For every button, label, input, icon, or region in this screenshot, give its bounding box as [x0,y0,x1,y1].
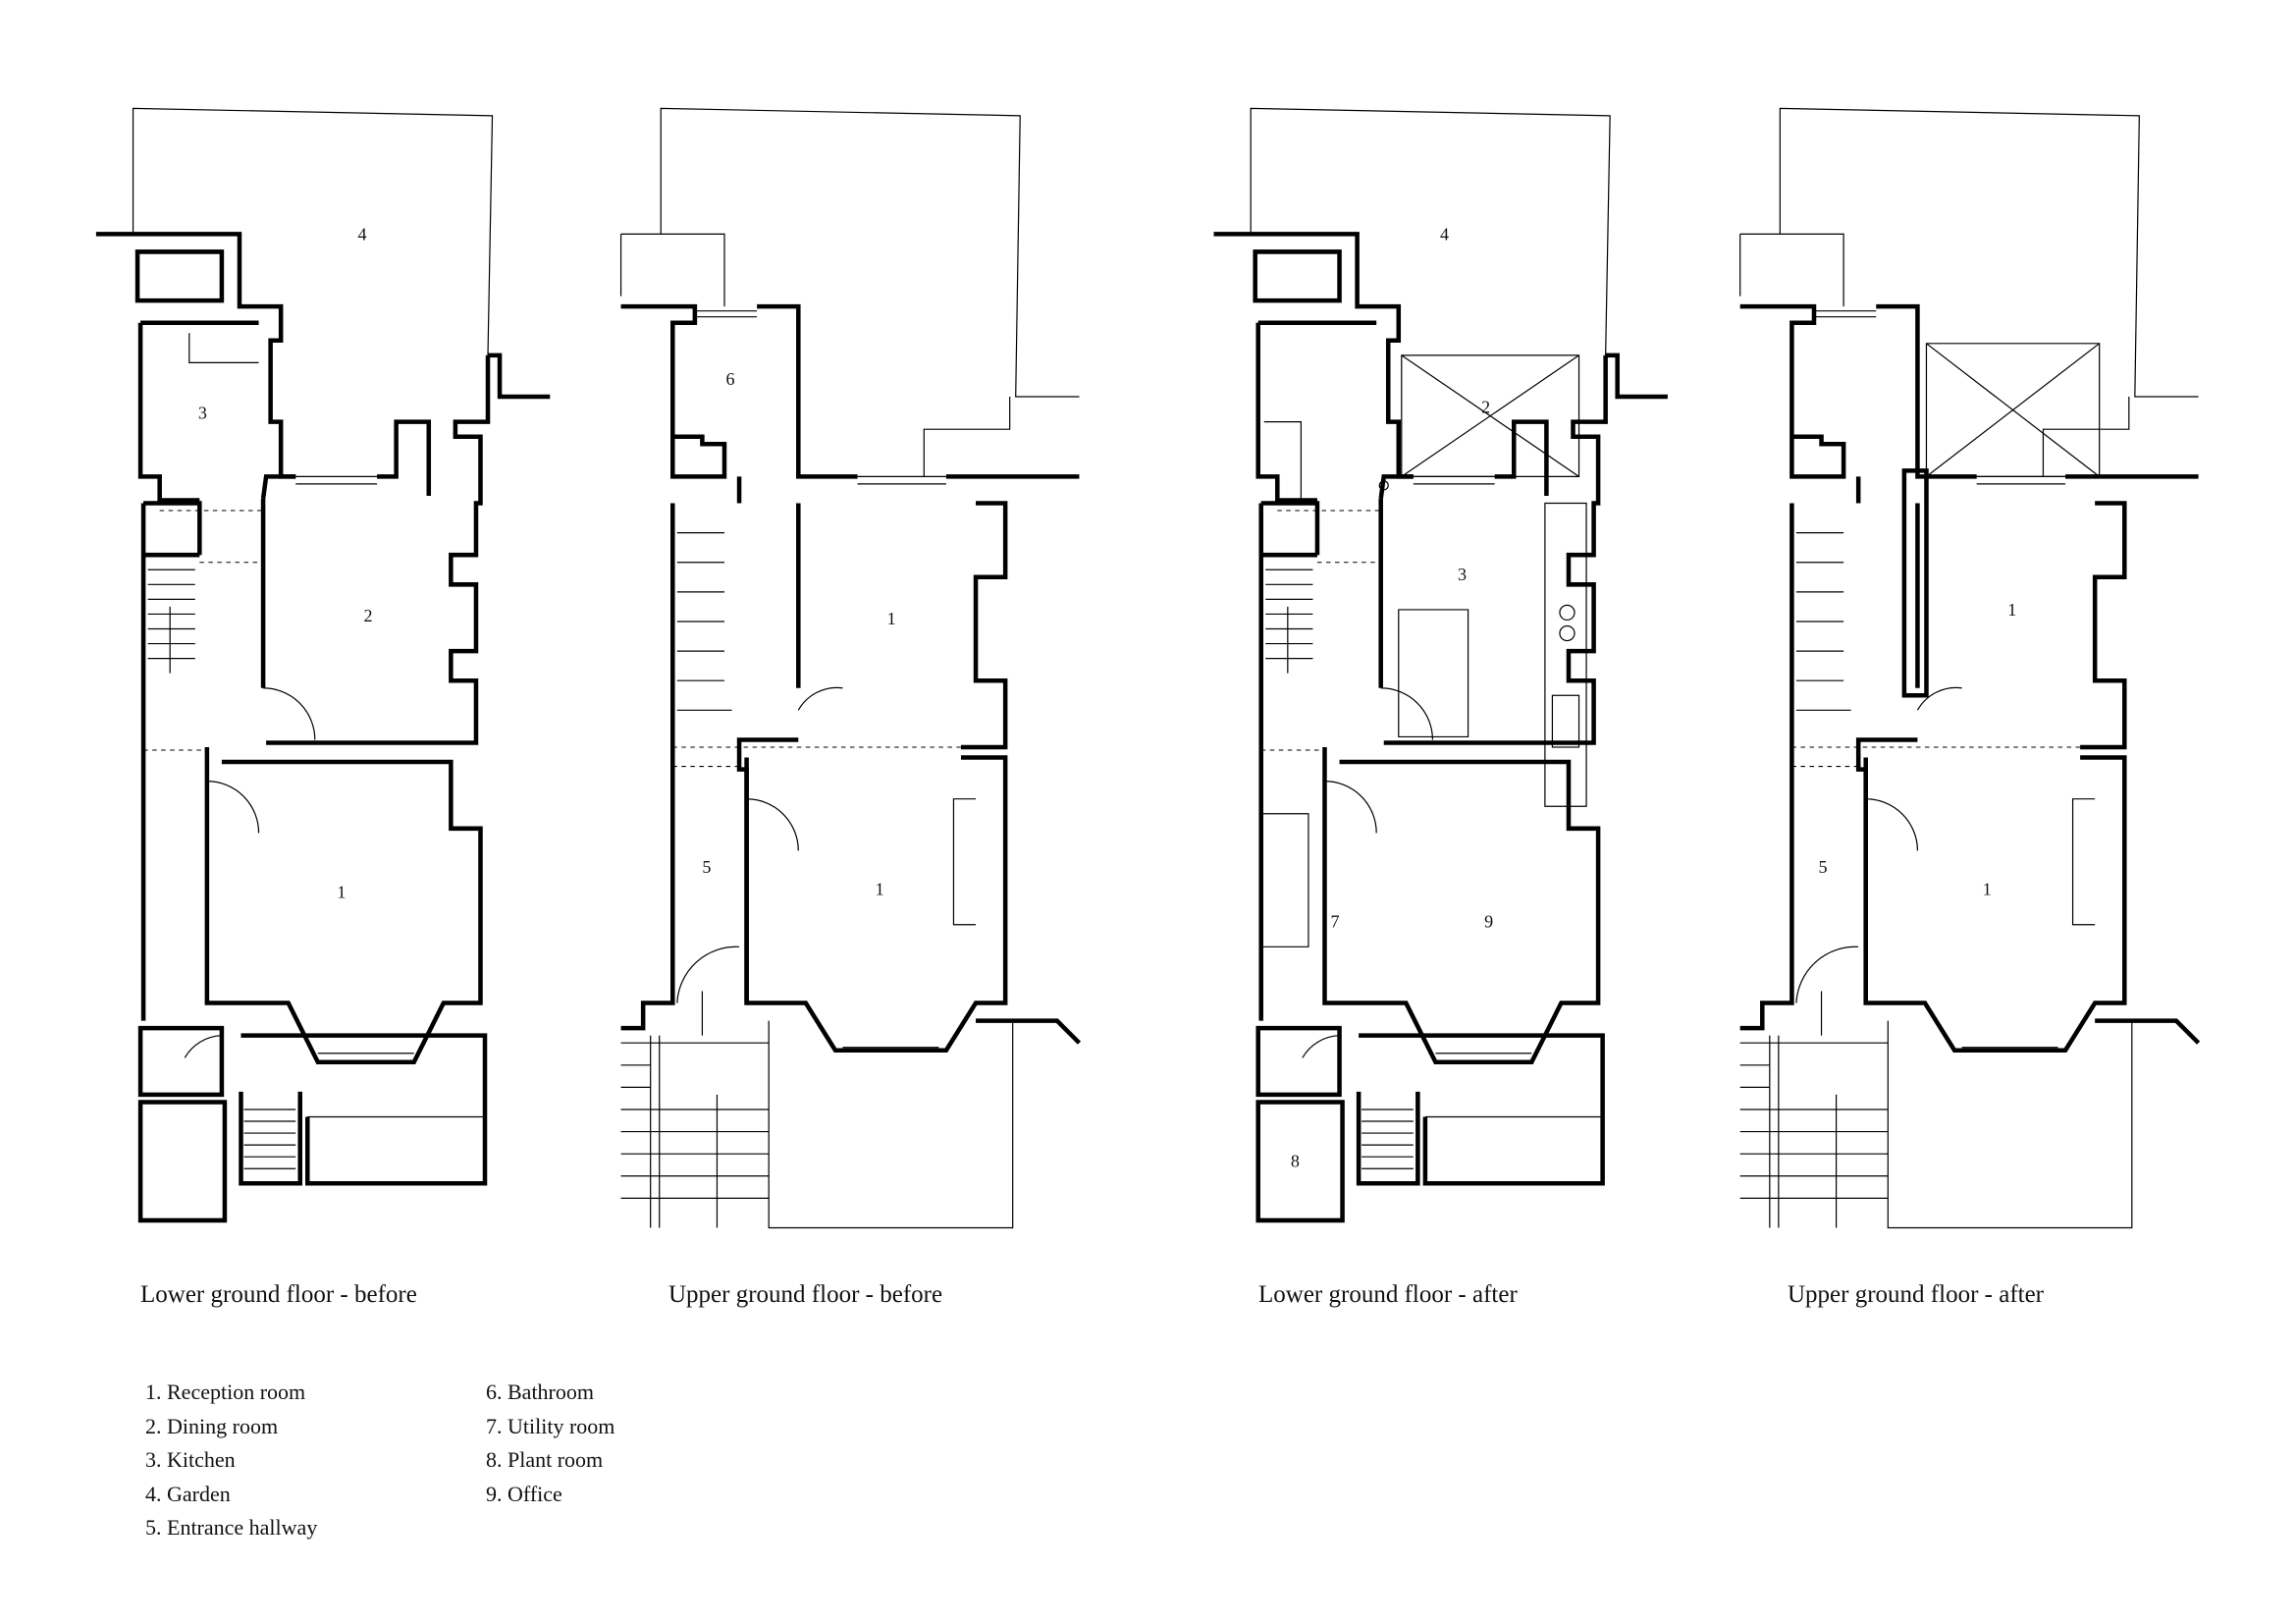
legend-item: 2. Dining room [145,1413,279,1438]
room-label: 9 [1484,912,1493,932]
room-label: 1 [876,880,884,899]
plan-upper-ground-before: 6 1 5 1 [621,108,1080,1227]
legend-item: 3. Kitchen [145,1447,236,1472]
room-label: 1 [337,883,346,902]
room-label: 8 [1291,1152,1300,1171]
room-label: 2 [364,606,373,625]
legend-item: 1. Reception room [145,1380,306,1404]
room-label: 1 [2007,600,2016,620]
caption-lower-ground-before: Lower ground floor - before [140,1281,417,1308]
room-label: 4 [1440,224,1449,243]
legend-item: 4. Garden [145,1481,231,1506]
legend-column-2: 6. Bathroom 7. Utility room 8. Plant roo… [486,1376,614,1511]
room-label: 1 [1983,880,1992,899]
legend-item: 7. Utility room [486,1413,615,1438]
room-label: 2 [1481,398,1490,417]
legend-item: 9. Office [486,1481,562,1506]
legend-column-1: 1. Reception room 2. Dining room 3. Kitc… [145,1376,317,1545]
plan-upper-ground-after: 1 5 1 [1740,108,2199,1227]
caption-upper-ground-before: Upper ground floor - before [668,1281,943,1308]
room-label: 5 [1819,857,1828,877]
room-label: 6 [726,369,735,389]
legend-item: 8. Plant room [486,1447,604,1472]
room-label: 3 [1458,565,1467,584]
caption-lower-ground-after: Lower ground floor - after [1258,1281,1518,1308]
legend-item: 6. Bathroom [486,1380,594,1404]
legend-item: 5. Entrance hallway [145,1515,318,1540]
plan-lower-ground-before: 4 3 2 1 [96,108,550,1220]
room-label: 4 [357,224,366,243]
room-label: 7 [1331,912,1340,932]
caption-upper-ground-after: Upper ground floor - after [1788,1281,2045,1308]
plan-lower-ground-after: 4 2 3 7 9 8 [1214,108,1668,1220]
room-label: 5 [702,857,711,877]
room-label: 3 [198,404,207,423]
room-label: 1 [887,609,896,628]
